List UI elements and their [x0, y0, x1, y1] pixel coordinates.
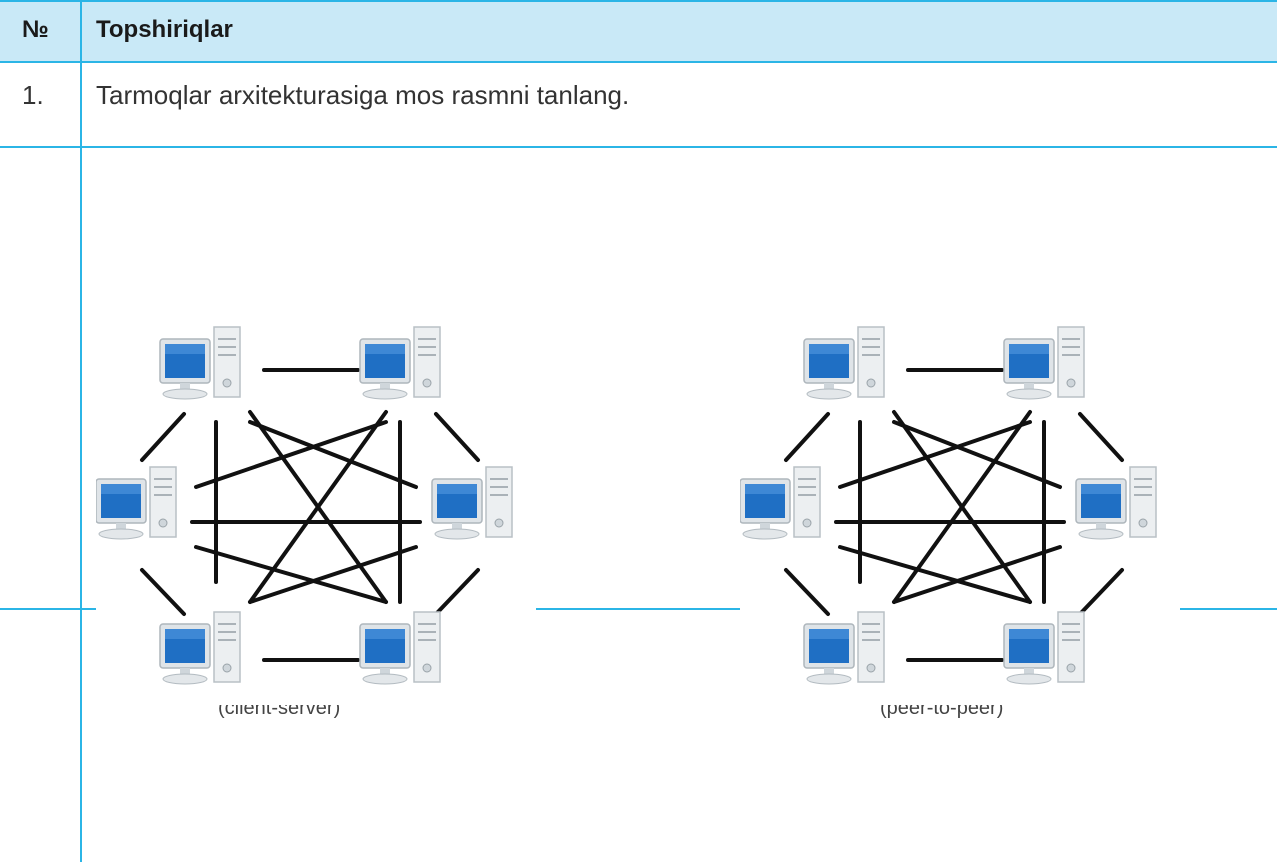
computer-icon	[95, 466, 177, 540]
column-divider	[80, 0, 82, 862]
row-number: 1.	[22, 80, 44, 110]
table-header	[0, 0, 1277, 62]
header-bottom-border	[0, 61, 1277, 63]
computer-icon	[803, 611, 885, 685]
table-top-border	[0, 0, 1277, 2]
task-text: Tarmoqlar arxitekturasiga mos rasmni tan…	[96, 80, 630, 110]
network-diagram-1[interactable]	[95, 312, 536, 717]
computer-icon	[159, 326, 241, 400]
computer-icon	[159, 611, 241, 685]
column-header-tasks: Topshiriqlar	[96, 16, 233, 43]
diagram-2-caption: (peer-to-peer)	[880, 697, 1004, 719]
diagram-1-caption: (client-server)	[218, 697, 341, 719]
computer-icon	[1003, 611, 1085, 685]
computer-icon	[803, 326, 885, 400]
computer-icon	[739, 466, 821, 540]
computer-icon	[1075, 466, 1157, 540]
network-diagram-2[interactable]	[739, 312, 1180, 717]
column-header-number: №	[22, 16, 49, 43]
computer-icon	[359, 611, 441, 685]
row-1-bottom-border	[0, 146, 1277, 148]
computer-icon	[431, 466, 513, 540]
row-2-bottom-border	[0, 608, 1277, 610]
computer-icon	[1003, 326, 1085, 400]
computer-icon	[359, 326, 441, 400]
